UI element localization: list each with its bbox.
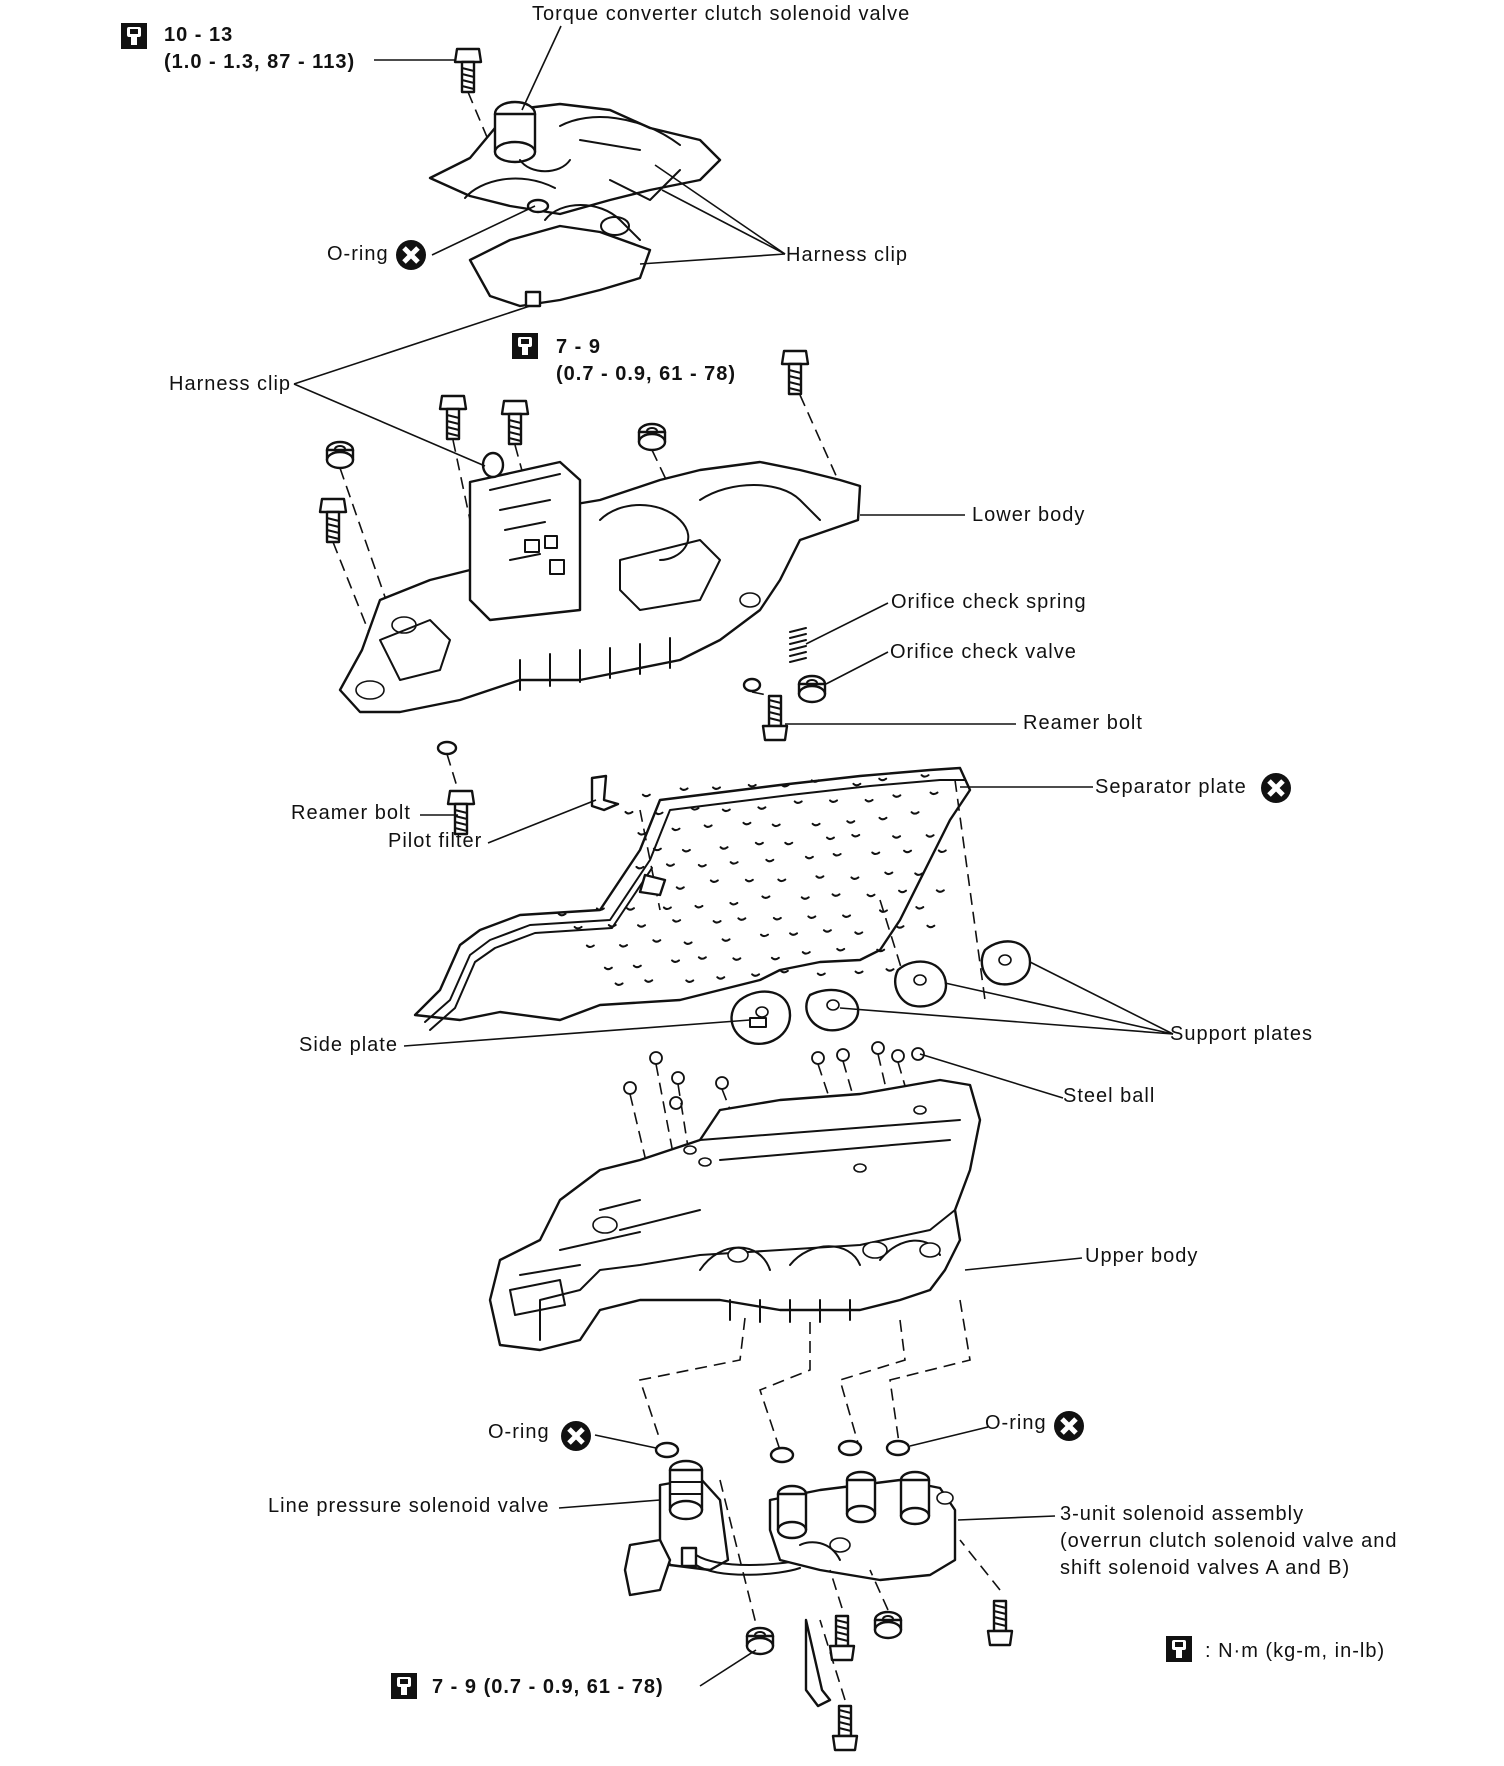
label-steel-ball: Steel ball bbox=[1063, 1085, 1156, 1107]
label-side-plate: Side plate bbox=[299, 1034, 398, 1056]
torque-wrench-icon bbox=[1166, 1636, 1192, 1662]
torque-converter-solenoid-group bbox=[428, 47, 722, 308]
label-orifice-check-spring: Orifice check spring bbox=[891, 591, 1087, 613]
leader-lines bbox=[293, 25, 1174, 1687]
label-lower-body: Lower body bbox=[972, 504, 1086, 526]
torque-spec-top-value: 10 - 13 bbox=[164, 24, 234, 46]
label-three-unit-line2: (overrun clutch solenoid valve and bbox=[1060, 1530, 1398, 1552]
label-orifice-check-valve: Orifice check valve bbox=[890, 641, 1077, 663]
label-separator-plate: Separator plate bbox=[1095, 776, 1247, 798]
label-pilot-filter: Pilot filter bbox=[388, 830, 483, 852]
do-not-reuse-icon bbox=[561, 1421, 591, 1451]
separator-plate bbox=[413, 766, 986, 1031]
do-not-reuse-icon bbox=[1261, 773, 1291, 803]
label-reamer-bolt-left: Reamer bolt bbox=[291, 802, 411, 824]
label-o-ring-right: O-ring bbox=[985, 1412, 1047, 1434]
label-o-ring-top: O-ring bbox=[327, 243, 389, 265]
label-upper-body: Upper body bbox=[1085, 1245, 1199, 1267]
do-not-reuse-icon bbox=[1054, 1411, 1084, 1441]
label-torque-converter-valve: Torque converter clutch solenoid valve bbox=[532, 3, 911, 25]
label-harness-clip-right: Harness clip bbox=[786, 244, 909, 266]
label-o-ring-left: O-ring bbox=[488, 1421, 550, 1443]
torque-spec-top-detail: (1.0 - 1.3, 87 - 113) bbox=[164, 51, 356, 73]
torque-spec-middle-detail: (0.7 - 0.9, 61 - 78) bbox=[556, 363, 737, 385]
label-reamer-bolt-right: Reamer bolt bbox=[1023, 712, 1143, 734]
label-harness-clip-left: Harness clip bbox=[169, 373, 292, 395]
separator-plate-holes bbox=[557, 774, 947, 986]
torque-spec-bottom: 7 - 9 (0.7 - 0.9, 61 - 78) bbox=[432, 1676, 664, 1698]
torque-spec-middle-value: 7 - 9 bbox=[556, 336, 602, 358]
upper-body bbox=[488, 1078, 982, 1352]
label-three-unit-line3: shift solenoid valves A and B) bbox=[1060, 1557, 1351, 1579]
torque-wrench-icon bbox=[512, 333, 538, 359]
torque-wrench-icon bbox=[121, 23, 147, 49]
torque-wrench-icon bbox=[391, 1673, 417, 1699]
label-line-pressure-valve: Line pressure solenoid valve bbox=[268, 1495, 550, 1517]
legend-units: : N·m (kg-m, in-lb) bbox=[1205, 1640, 1386, 1662]
do-not-reuse-icon bbox=[396, 240, 426, 270]
bottom-solenoids bbox=[623, 1299, 1014, 1752]
label-three-unit-line1: 3-unit solenoid assembly bbox=[1060, 1503, 1305, 1525]
lower-body-assembly bbox=[318, 349, 862, 836]
label-support-plates: Support plates bbox=[1170, 1023, 1313, 1045]
